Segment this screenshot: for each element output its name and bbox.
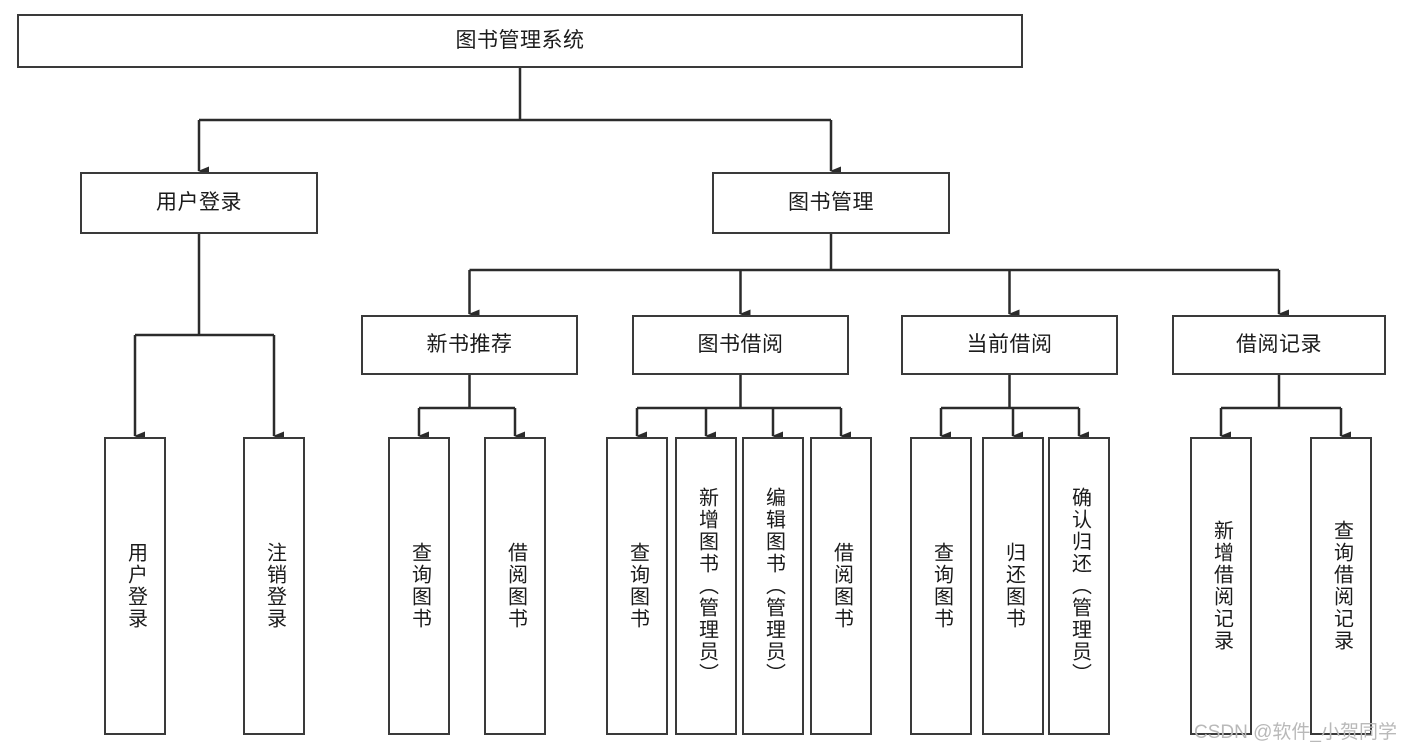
node-leaf-bor-1[interactable]: 查询图书 — [606, 437, 668, 735]
node-leaf-cur-1[interactable]: 查询图书 — [910, 437, 972, 735]
node-label: 编辑图书（管理员） — [762, 487, 785, 685]
node-label: 注销登录 — [263, 542, 286, 630]
node-leaf-bor-4[interactable]: 借阅图书 — [810, 437, 872, 735]
node-label: 用户登录 — [124, 542, 147, 630]
node-label: 图书管理系统 — [455, 29, 585, 53]
node-label: 新增图书（管理员） — [695, 487, 718, 685]
node-newbook[interactable]: 新书推荐 — [361, 315, 578, 375]
node-leaf-rec-1[interactable]: 新增借阅记录 — [1190, 437, 1252, 735]
node-bookmgmt[interactable]: 图书管理 — [712, 172, 950, 234]
node-label: 图书管理 — [788, 191, 874, 215]
node-label: 新增借阅记录 — [1210, 520, 1233, 652]
node-label: 当前借阅 — [966, 333, 1053, 357]
connector-group — [133, 68, 1351, 441]
node-root[interactable]: 图书管理系统 — [17, 14, 1023, 68]
node-label: 借阅图书 — [504, 542, 527, 630]
node-leaf-login-1[interactable]: 用户登录 — [104, 437, 166, 735]
node-leaf-bor-3[interactable]: 编辑图书（管理员） — [742, 437, 804, 735]
node-label: 借阅记录 — [1236, 333, 1322, 357]
node-current[interactable]: 当前借阅 — [901, 315, 1118, 375]
node-leaf-login-2[interactable]: 注销登录 — [243, 437, 305, 735]
node-label: 归还图书 — [1002, 542, 1025, 630]
node-label: 确认归还（管理员） — [1068, 487, 1091, 685]
node-borrow[interactable]: 图书借阅 — [632, 315, 849, 375]
node-label: 图书借阅 — [697, 333, 784, 357]
node-leaf-cur-3[interactable]: 确认归还（管理员） — [1048, 437, 1110, 735]
node-label: 查询借阅记录 — [1330, 520, 1353, 652]
node-label: 查询图书 — [408, 542, 431, 630]
node-leaf-new-2[interactable]: 借阅图书 — [484, 437, 546, 735]
node-records[interactable]: 借阅记录 — [1172, 315, 1386, 375]
node-label: 用户登录 — [156, 191, 242, 215]
node-label: 查询图书 — [626, 542, 649, 630]
node-label: 新书推荐 — [426, 333, 513, 357]
node-label: 借阅图书 — [830, 542, 853, 630]
node-leaf-bor-2[interactable]: 新增图书（管理员） — [675, 437, 737, 735]
node-leaf-new-1[interactable]: 查询图书 — [388, 437, 450, 735]
node-label: 查询图书 — [930, 542, 953, 630]
node-leaf-cur-2[interactable]: 归还图书 — [982, 437, 1044, 735]
node-login[interactable]: 用户登录 — [80, 172, 318, 234]
node-leaf-rec-2[interactable]: 查询借阅记录 — [1310, 437, 1372, 735]
